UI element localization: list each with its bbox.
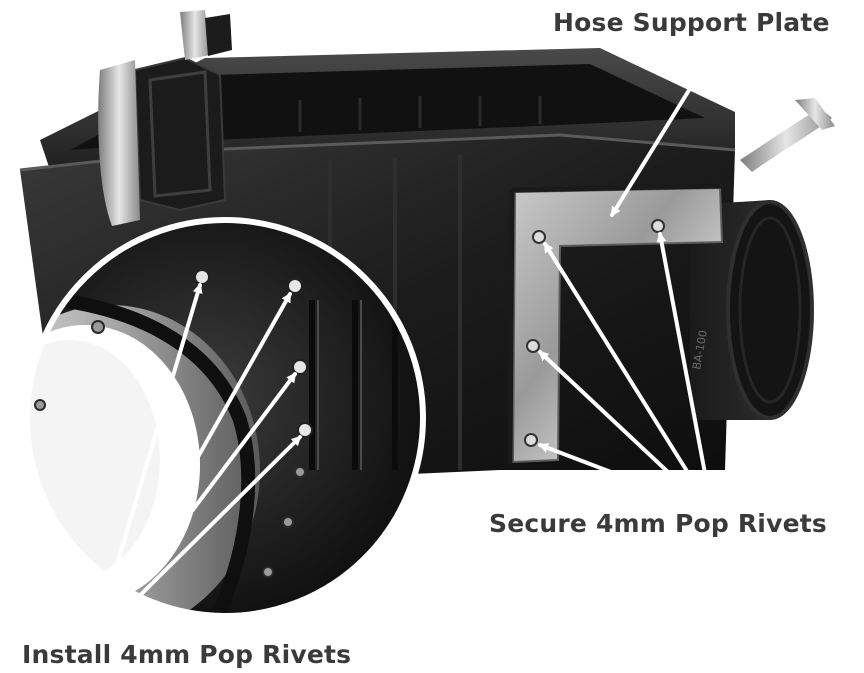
callout-install-rivets: Install 4mm Pop Rivets [22,640,352,669]
callout-hose-support-plate: Hose Support Plate [553,8,830,37]
callout-secure-rivets: Secure 4mm Pop Rivets [489,509,827,538]
inset-rivets [194,269,313,438]
outlet-tube: BA-100 [690,200,814,420]
plate-rivets [524,219,665,447]
callout-arrows [95,46,717,634]
hose-support-plate [507,183,724,465]
